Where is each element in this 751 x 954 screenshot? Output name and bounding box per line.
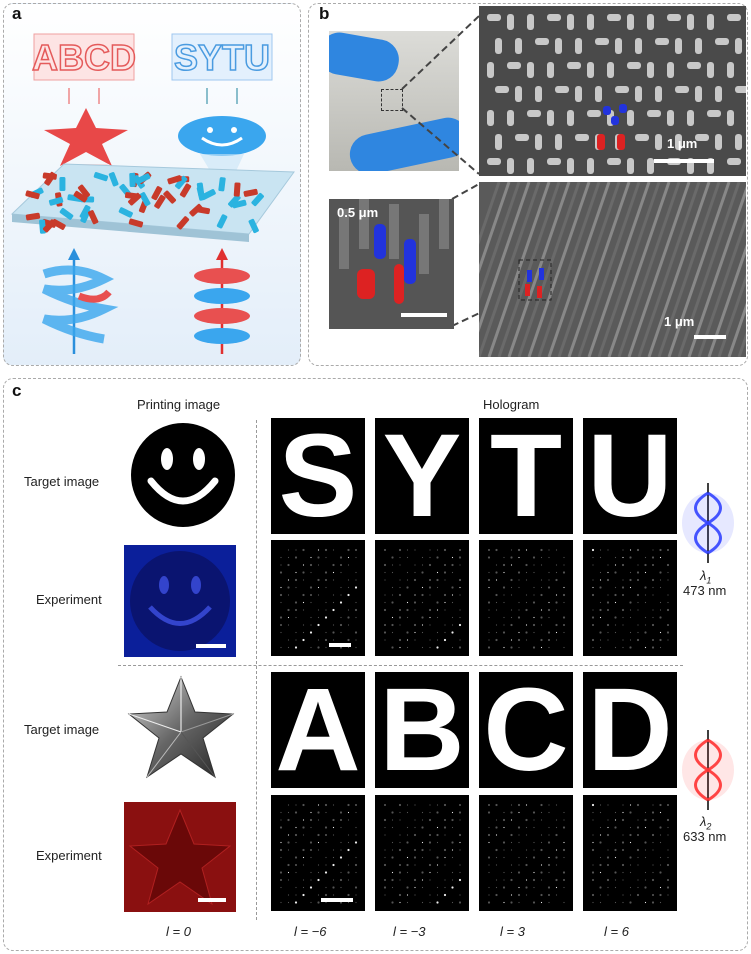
lambda-1-value: 473 nm [683, 583, 727, 598]
hologram-sytu-experiment-y [375, 540, 469, 656]
hologram-sytu-experiment-s [271, 540, 365, 656]
horizontal-divider [118, 665, 683, 666]
star-experiment-image [124, 802, 236, 912]
row-label-target-2: Target image [24, 722, 100, 737]
red-star-icon [44, 108, 128, 166]
panel-a: a ABCD SYTU [3, 3, 301, 366]
row-label-experiment-1: Experiment [36, 592, 102, 607]
svg-text:SYTU: SYTU [174, 37, 270, 78]
panel-b-label: b [319, 4, 330, 23]
hologram-sytu-experiment-t [479, 540, 573, 656]
metasurface-illustration: ABCD SYTU [10, 33, 295, 354]
lambda-1-label: λ1 [700, 568, 711, 586]
panel-c: c [3, 378, 748, 951]
hologram-abcd-experiment-a [271, 795, 365, 911]
hologram-abcd-experiment-d [583, 795, 677, 911]
l-value-0: l = 0 [166, 924, 191, 939]
hologram-sytu-target-s: S [271, 418, 365, 534]
row-label-target-1: Target image [24, 474, 100, 489]
svg-text:ABCD: ABCD [32, 37, 136, 78]
hologram-sytu-target-y: Y [375, 418, 469, 534]
blue-wave-icon [682, 483, 734, 563]
sem-zoom-inset: 0.5 μm [329, 199, 454, 329]
lambda-2-subscript: 2 [706, 821, 712, 832]
hologram-abcd-target-d: D [583, 672, 677, 788]
sem-top-view: 1 μm [479, 6, 746, 176]
header-printing-image: Printing image [137, 397, 221, 412]
red-wave-icon [682, 730, 734, 810]
lambda-2-symbol: λ [700, 814, 707, 829]
scale-label-1um-tilt: 1 μm [664, 314, 695, 329]
hologram-sytu-target-u: U [583, 418, 677, 534]
hologram-sytu-target-t: T [479, 418, 573, 534]
l-value-4: l = 6 [604, 924, 629, 939]
lambda-2-value: 633 nm [683, 829, 727, 844]
hologram-abcd-experiment-c [479, 795, 573, 911]
l-value-3: l = 3 [500, 924, 525, 939]
smiley-target-image [131, 423, 235, 527]
l-value-2: l = −3 [393, 924, 426, 939]
panel-b: b 1 μm 0.5 μm [308, 3, 748, 366]
hologram-abcd-target-b: B [375, 672, 469, 788]
hologram-abcd-target-c: C [479, 672, 573, 788]
row-label-experiment-2: Experiment [36, 848, 102, 863]
hologram-sytu-experiment-u [583, 540, 677, 656]
scale-label-1um: 1 μm [667, 136, 698, 151]
sem-tilted-view: 1 μm [479, 182, 746, 357]
star-target-image [127, 675, 235, 779]
l-value-1: l = −6 [294, 924, 327, 939]
scale-label-05um: 0.5 μm [337, 205, 379, 220]
panel-a-label: a [12, 4, 22, 23]
smiley-icon [178, 116, 266, 156]
header-hologram: Hologram [483, 397, 540, 412]
hologram-abcd-target-a: A [271, 672, 365, 788]
panel-c-label: c [12, 381, 22, 400]
lambda-2-label: λ2 [700, 814, 711, 832]
lambda-1-symbol: λ [700, 568, 707, 583]
smiley-experiment-image [124, 545, 236, 657]
vertical-divider [256, 420, 257, 920]
hologram-abcd-experiment-b [375, 795, 469, 911]
lambda-1-subscript: 1 [706, 575, 712, 586]
